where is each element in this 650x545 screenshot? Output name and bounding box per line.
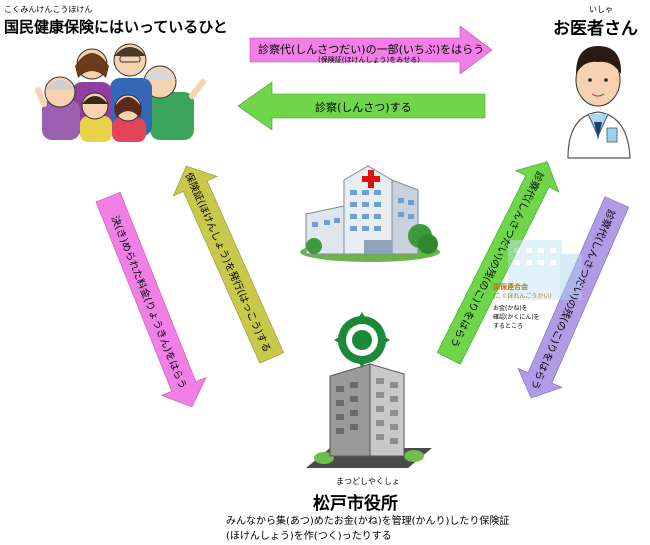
doctor-ruby: いしゃ [589,5,613,14]
city-hall-desc-line1: みんなから集(あつ)めたお金(かね)を管理(かんり)したり保険証 [226,516,510,527]
insured-title: 国民健康保険にはいっているひと [4,18,228,36]
claim-fee-arrow [436,161,560,365]
city-hall-desc-line2: (ほけんしょう)を作(つく)ったりする [226,531,392,542]
exam-label: 診察(しんさつ)する [315,101,412,114]
pay-part-arrow [249,25,493,75]
union-desc2: 確認(かくにん)を [493,314,540,321]
exam-arrow [237,81,486,131]
doctor-illustration [567,46,631,159]
pay-part-label: 診察代(しんさつだい)の一部(いちぶ)をはらう [258,43,485,56]
union-desc3: するところ [493,323,524,330]
insured-ruby: こくみんけんこうほけん [4,5,93,14]
union-desc1: お金(かね)を [493,305,528,312]
issue-card-arrow [172,165,284,364]
union-building [508,240,582,300]
pay-part-sublabel: (保険証(ほけんしょう)をみせる) [318,56,420,64]
city-hall-ruby: まつどしやくしょ [336,477,400,486]
pay-fee-arrow [95,191,207,408]
doctor-title: お医者さん [553,19,638,39]
city-hall-illustration [306,312,432,468]
pay-rest-arrow [517,196,630,399]
city-hall-title: 松戸市役所 [313,494,398,514]
family-illustration [35,43,206,142]
union-ruby: (こくほれんごうかい) [493,293,552,300]
hospital-illustration [300,165,440,262]
union-title: 国保連合会 [493,283,528,291]
